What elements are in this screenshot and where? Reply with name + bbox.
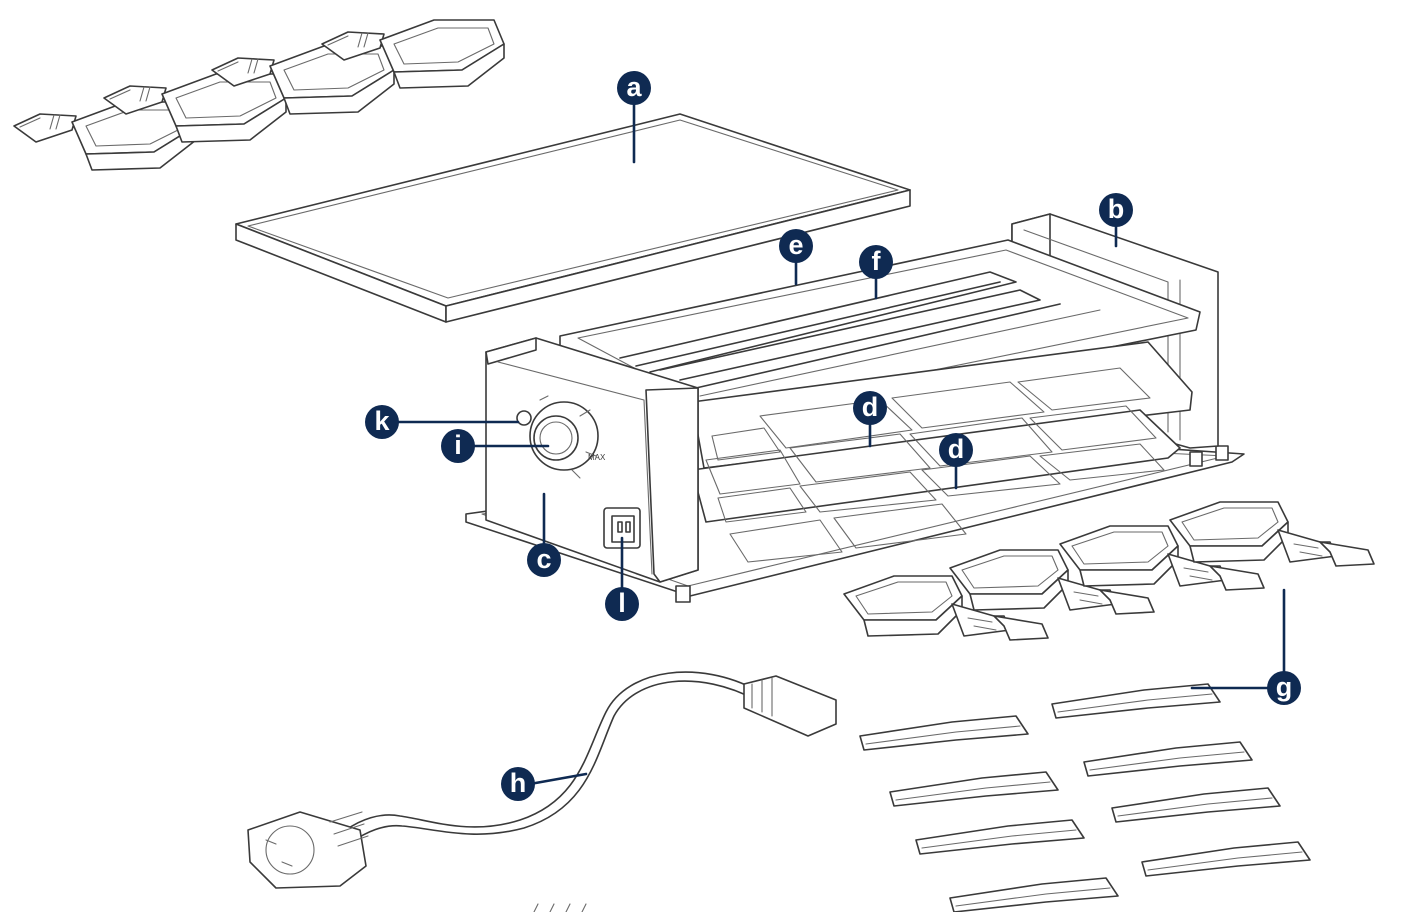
- callout-l: l: [605, 587, 639, 621]
- callout-h-label: h: [510, 768, 527, 798]
- callout-l-label: l: [618, 588, 626, 618]
- grill-plate: [235, 113, 911, 323]
- raclette-pans-top: [13, 19, 505, 171]
- svg-text:MAX: MAX: [588, 453, 606, 462]
- callout-a: a: [617, 71, 651, 105]
- callout-d-lower-label: d: [948, 434, 965, 464]
- callout-h: h: [501, 767, 535, 801]
- callout-d-upper: d: [853, 391, 887, 425]
- power-cord: [247, 671, 837, 889]
- callout-i: i: [441, 429, 475, 463]
- callout-c-label: c: [536, 544, 551, 574]
- thermostat-knob-icon: MAX: [529, 395, 606, 479]
- callout-g-label: g: [1276, 672, 1293, 702]
- callout-k-label: k: [374, 406, 390, 436]
- callout-e-label: e: [788, 230, 803, 260]
- callout-f-label: f: [872, 246, 882, 276]
- indicator-light-icon: [516, 410, 532, 426]
- spatulas: [859, 683, 1311, 912]
- appliance-body: MAX: [465, 213, 1245, 603]
- callout-d-lower: d: [939, 433, 973, 467]
- callout-e: e: [779, 229, 813, 263]
- callout-b: b: [1099, 193, 1133, 227]
- callout-b-label: b: [1108, 194, 1125, 224]
- power-socket-icon: [603, 507, 641, 549]
- callout-d-upper-label: d: [862, 392, 879, 422]
- callout-c: c: [527, 543, 561, 577]
- callout-i-label: i: [454, 430, 462, 460]
- callout-a-label: a: [626, 72, 642, 102]
- callout-g: g: [1267, 671, 1301, 705]
- callout-k: k: [365, 405, 399, 439]
- callout-f: f: [859, 245, 893, 279]
